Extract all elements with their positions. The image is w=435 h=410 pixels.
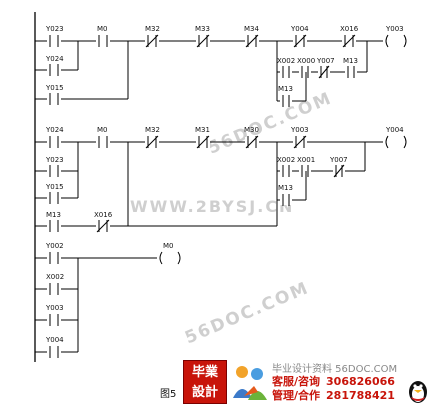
rung2-contact-2-label: M0	[97, 126, 108, 134]
rung2-sub-4-label: M13	[278, 184, 293, 192]
rung1-coil-label: Y003	[385, 25, 404, 33]
row1-key: 客服/咨询	[272, 375, 321, 388]
rung-2	[35, 135, 408, 233]
rung1-contact-3-label: M32	[145, 25, 160, 33]
site-title: 毕业设计资料 56DOC.COM	[272, 364, 398, 375]
people-icon	[233, 366, 267, 400]
contact-row-2: 管理/合作 281788421	[272, 389, 432, 403]
rung2-sub-3-label: Y007	[329, 156, 348, 164]
watermark-2: WWW.2BYSJ.CN	[130, 197, 294, 216]
rung1-sub-1-label: X002	[277, 57, 295, 65]
penguin-icon	[409, 381, 427, 403]
logo-bottom: 設計	[191, 385, 218, 400]
rung2-contact-5-label: M30	[244, 126, 259, 134]
rung-3	[35, 251, 182, 358]
rung1-contact-2-label: M0	[97, 25, 108, 33]
rung1-contact-1-label: Y023	[45, 25, 64, 33]
rung2-sub-1-label: X002	[277, 156, 295, 164]
rung2-extra-1-label: M13	[46, 211, 61, 219]
rung1-parallel-1-label: Y024	[45, 55, 64, 63]
rung1-parallel-2-label: Y015	[45, 84, 64, 92]
row2-value: 281788421	[326, 389, 395, 402]
rung1-contact-7-label: X016	[340, 25, 359, 33]
rung3-coil-label: M0	[163, 242, 174, 250]
rung3-contact-2-label: X002	[46, 273, 64, 281]
contact-info: 毕业设计资料 56DOC.COM 客服/咨询 306826066 管理/合作 281…	[272, 360, 432, 403]
rung2-contact-6-label: Y003	[290, 126, 309, 134]
rung1-contact-6-label: Y004	[290, 25, 309, 33]
site-logo: 毕業 設計	[183, 360, 227, 404]
contact-row-1: 客服/咨询 306826066	[272, 375, 432, 389]
rung2-parallel-1-label: Y023	[45, 156, 64, 164]
rung-1	[35, 34, 408, 107]
rung2-contact-3-label: M32	[145, 126, 160, 134]
watermark-1: 56DOC.COM	[205, 88, 335, 158]
rung1-sub-2-label: X000	[297, 57, 315, 65]
rung2-coil-label: Y004	[385, 126, 404, 134]
rung1-contact-5-label: M34	[244, 25, 259, 33]
watermark-3: 56DOC.COM	[182, 278, 312, 348]
logo-top: 毕業	[191, 365, 218, 380]
rung1-sub-5-label: M13	[278, 85, 293, 93]
row2-key: 管理/合作	[272, 389, 321, 402]
rung3-contact-1-label: Y002	[45, 242, 64, 250]
rung2-contact-1-label: Y024	[45, 126, 64, 134]
rung1-contact-4-label: M33	[195, 25, 210, 33]
rung2-sub-2-label: X001	[297, 156, 315, 164]
rung1-sub-4-label: M13	[343, 57, 358, 65]
figure-caption: 图5	[160, 389, 177, 400]
rung2-extra-2-label: X016	[94, 211, 113, 219]
rung3-contact-3-label: Y003	[45, 304, 64, 312]
rung2-parallel-2-label: Y015	[45, 183, 64, 191]
rung2-contact-4-label: M31	[195, 126, 210, 134]
row1-value: 306826066	[326, 375, 395, 388]
rung3-contact-4-label: Y004	[45, 336, 64, 344]
rung1-sub-3-label: Y007	[316, 57, 335, 65]
